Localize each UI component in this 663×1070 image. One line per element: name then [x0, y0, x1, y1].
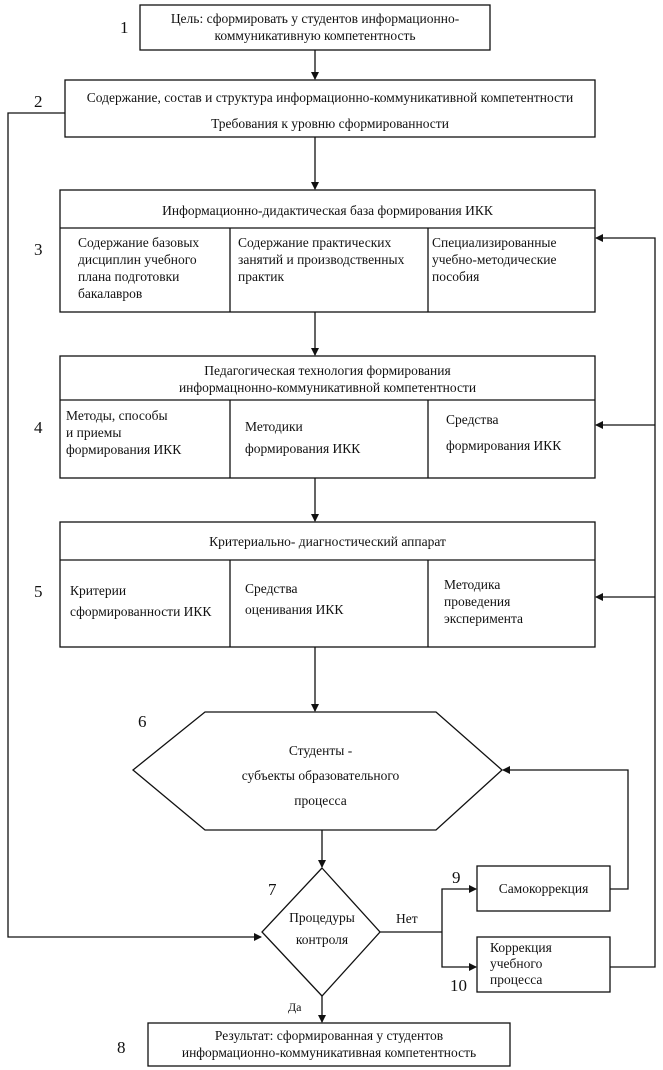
tech-col-3: Средства формирования ИКК [446, 412, 562, 453]
tech-title: Педагогическая технология формирования и… [178, 363, 477, 395]
step-number-9: 9 [452, 868, 461, 887]
content-requirements: Требования к уровню сформированности [211, 116, 449, 131]
base-col-1: Содержание базовых дисциплин учебного пл… [78, 235, 200, 301]
step-number-5: 5 [34, 582, 43, 601]
students-text: Студенты - субъекты образовательного про… [241, 743, 400, 808]
step-number-10: 10 [450, 976, 467, 995]
step-number-8: 8 [117, 1038, 126, 1057]
crit-title: Критериально- диагностический аппарат [209, 534, 446, 549]
goal-text: Цель: сформировать у студентов информаци… [170, 11, 460, 43]
base-title: Информационно-дидактическая база формиро… [162, 203, 493, 218]
tech-col-1: Методы, способы и приемы формирования ИК… [66, 408, 182, 457]
self-correction-text: Самокоррекция [498, 881, 589, 896]
base-col-2: Содержание практических занятий и произв… [238, 235, 405, 284]
base-box [59, 189, 596, 313]
crit-col-1: Критерии сформированности ИКК [70, 583, 212, 619]
step-number-6: 6 [138, 712, 147, 731]
base-col-3: Специализированные учебно-методические п… [432, 235, 557, 284]
tech-col-2: Методики формирования ИКК [245, 419, 361, 456]
content-box [64, 79, 596, 138]
step-number-1: 1 [120, 18, 129, 37]
process-correction-box [476, 936, 611, 993]
content-title: Содержание, состав и структура информаци… [86, 90, 574, 105]
branch-no-label: Нет [396, 911, 418, 926]
step-number-4: 4 [34, 418, 43, 437]
process-correction-text: Коррекция учебного процесса [490, 940, 552, 987]
branch-yes-label: Да [288, 1000, 302, 1014]
result-text: Результат: сформированная у студентов ин… [181, 1028, 477, 1060]
crit-col-2: Средства оценивания ИКК [245, 581, 344, 617]
step-number-7: 7 [268, 880, 277, 899]
crit-box [59, 521, 596, 648]
step-number-2: 2 [34, 92, 43, 111]
step-number-3: 3 [34, 240, 43, 259]
result-box [147, 1022, 511, 1067]
tech-box [59, 355, 596, 479]
control-text: Процедуры контроля [289, 910, 355, 947]
crit-col-3: Методика проведения эксперимента [444, 577, 524, 626]
